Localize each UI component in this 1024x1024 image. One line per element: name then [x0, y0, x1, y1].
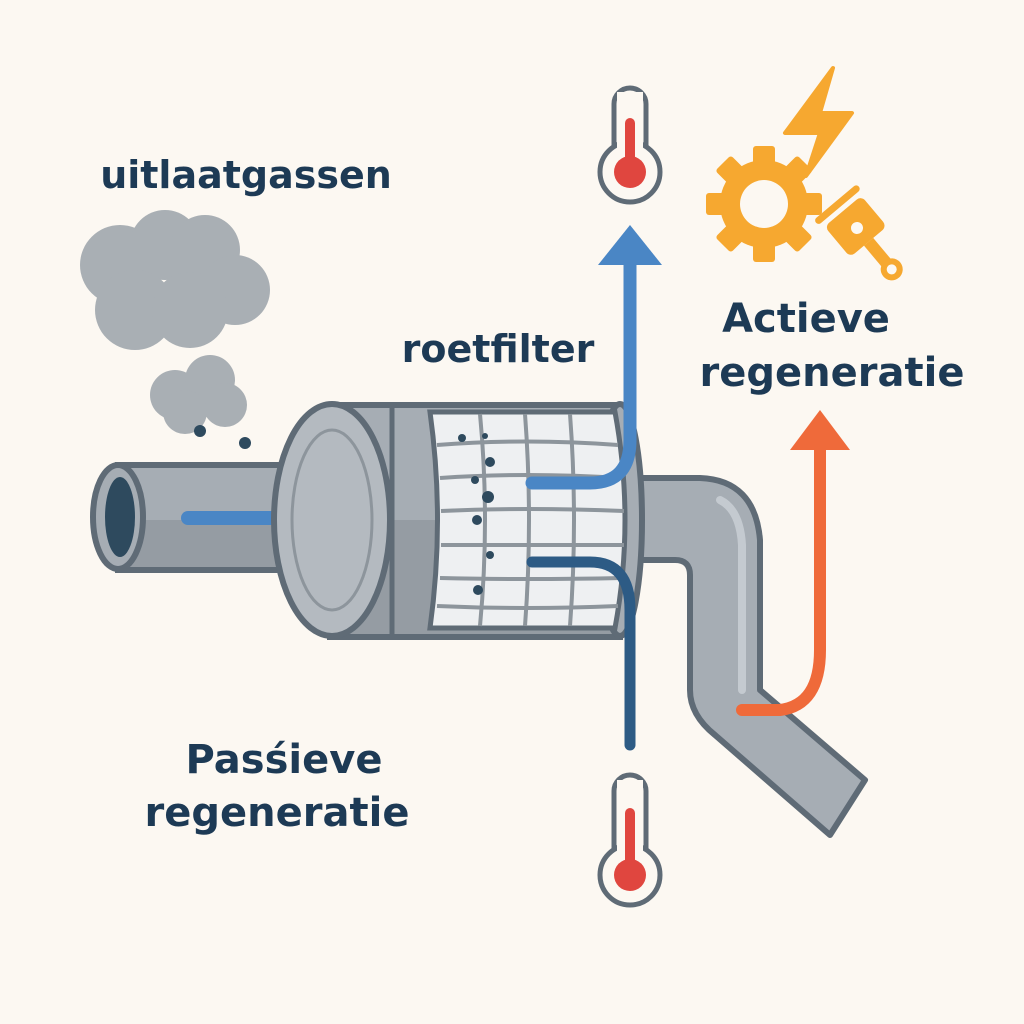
particulate-filter	[271, 401, 645, 640]
passive-regeneration-label-line2: regeneratie	[145, 790, 410, 836]
active-regeneration-label-line1: Actieve	[722, 296, 890, 342]
passive-regeneration-label-line1: Pasśieve	[186, 737, 383, 783]
active-regeneration-label-line2: regeneratie	[700, 350, 965, 396]
heat-flow-up-arrow	[525, 225, 662, 490]
filter-grid	[427, 409, 628, 631]
thermometer-icon	[597, 772, 663, 908]
outlet-pipe	[597, 475, 868, 838]
filter-label: roetfilter	[402, 327, 595, 371]
thermometer-icon	[597, 85, 663, 205]
active-regeneration-arrow	[736, 410, 850, 716]
flow-down-line	[526, 556, 636, 751]
gear-icon	[706, 146, 822, 262]
smoke-cloud-icon	[80, 210, 270, 449]
exhaust-gases-label: uitlaatgassen	[100, 153, 392, 197]
piston-icon	[815, 185, 903, 281]
